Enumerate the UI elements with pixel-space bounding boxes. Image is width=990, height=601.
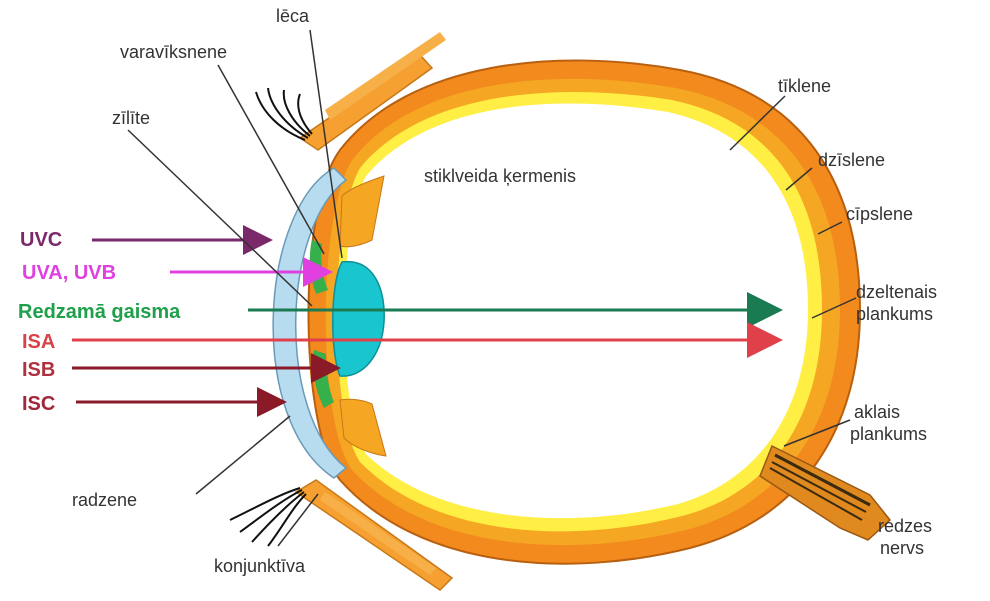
eyeball bbox=[308, 60, 860, 563]
label-retina: tīklene bbox=[778, 76, 831, 96]
label-choroid: dzīslene bbox=[818, 150, 885, 170]
label-cornea: radzene bbox=[72, 490, 137, 510]
label-iris: varavīksnene bbox=[120, 42, 227, 62]
label-optic-nerve-line2: nervs bbox=[880, 538, 924, 558]
label-sclera: cīpslene bbox=[846, 204, 913, 224]
label-vitreous-body: stiklveida ķermenis bbox=[424, 166, 576, 186]
upper-eyelashes bbox=[256, 88, 312, 140]
ray-label-isa: ISA bbox=[22, 331, 55, 353]
ray-label-uva-uvb: UVA, UVB bbox=[22, 262, 116, 284]
label-conjunctiva: konjunktīva bbox=[214, 556, 306, 576]
ray-label-uvc: UVC bbox=[20, 229, 62, 251]
ray-label-visible-light: Redzamā gaisma bbox=[18, 301, 181, 323]
ray-label-isb: ISB bbox=[22, 359, 55, 381]
label-macula-line2: plankums bbox=[856, 304, 933, 324]
label-pupil: zīlīte bbox=[112, 108, 150, 128]
lower-eyelashes bbox=[230, 488, 306, 546]
label-blind-spot-line1: aklais bbox=[854, 402, 900, 422]
ray-label-isc: ISC bbox=[22, 393, 55, 415]
label-lens: lēca bbox=[276, 6, 310, 26]
label-optic-nerve-line1: redzes bbox=[878, 516, 932, 536]
label-macula-line1: dzeltenais bbox=[856, 282, 937, 302]
label-blind-spot-line2: plankums bbox=[850, 424, 927, 444]
